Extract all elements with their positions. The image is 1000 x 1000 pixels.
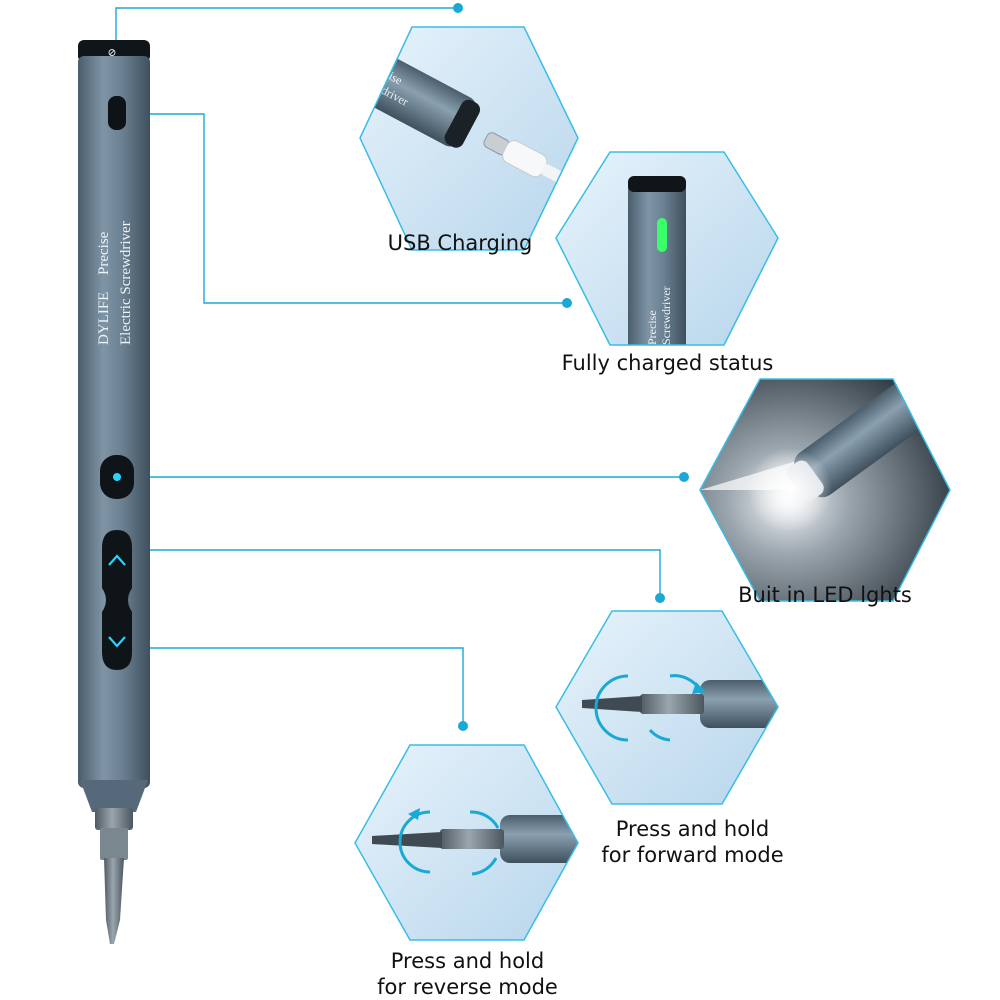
charged-pen-text-2: Screwdriver: [659, 286, 673, 345]
charge-indicator-slot: [108, 96, 126, 130]
reverse-mode-panel: [354, 744, 579, 941]
callout-dots: [453, 3, 689, 731]
pen-cap-mark: ⊘: [107, 47, 116, 59]
forward-mode-panel: [555, 610, 779, 805]
pen-brand: DYLIFE: [96, 292, 112, 345]
chevron-up-icon[interactable]: [108, 554, 126, 566]
pen-body: [78, 56, 150, 788]
bit-tip: [104, 858, 124, 944]
chevron-down-icon[interactable]: [108, 636, 126, 648]
usb-callout-line: [115, 7, 458, 40]
charge-callout-line: [127, 113, 565, 304]
callout-lines: [115, 7, 684, 726]
forward-callout-dot: [655, 593, 665, 603]
charged-status-panel: Precise Screwdriver: [555, 151, 779, 346]
usb-callout-dot: [453, 3, 463, 13]
bit-collar: [95, 808, 133, 830]
charged-status-label: Fully charged status: [561, 351, 774, 375]
forward-mode-label-line2: for forward mode: [601, 843, 784, 867]
reverse-mode-label-line1: Press and hold: [390, 949, 545, 973]
light-callout-dot: [679, 472, 689, 482]
forward-callout-line: [127, 549, 661, 598]
reverse-mode-label-line2: for reverse mode: [377, 975, 558, 999]
led-indicator-icon: [657, 218, 667, 252]
usb-charging-panel: ise driver: [359, 26, 579, 251]
usb-charging-label: USB Charging: [387, 231, 533, 255]
reverse-mode-label: Press and hold for reverse mode: [350, 948, 585, 1000]
reverse-callout-line: [127, 647, 464, 726]
light-button-icon: [113, 473, 121, 481]
led-lights-panel: [699, 378, 951, 602]
pen-name-line2: Electric Screwdriver: [118, 221, 134, 345]
direction-button-pad: [102, 530, 132, 670]
pen-name-line1: Precise: [96, 231, 112, 275]
bit-shaft: [100, 828, 128, 860]
reverse-callout-dot: [458, 721, 468, 731]
forward-mode-label-line1: Press and hold: [615, 817, 770, 841]
main-screwdriver: ⊘ DYLIFE Precise Electric Screwdriver: [78, 40, 150, 944]
charge-callout-dot: [562, 298, 572, 308]
pen-taper: [80, 780, 148, 812]
charged-pen-text-1: Precise: [645, 310, 659, 345]
forward-mode-label: Press and hold for forward mode: [575, 816, 810, 868]
led-lights-label: Buit in LED lghts: [738, 583, 912, 607]
